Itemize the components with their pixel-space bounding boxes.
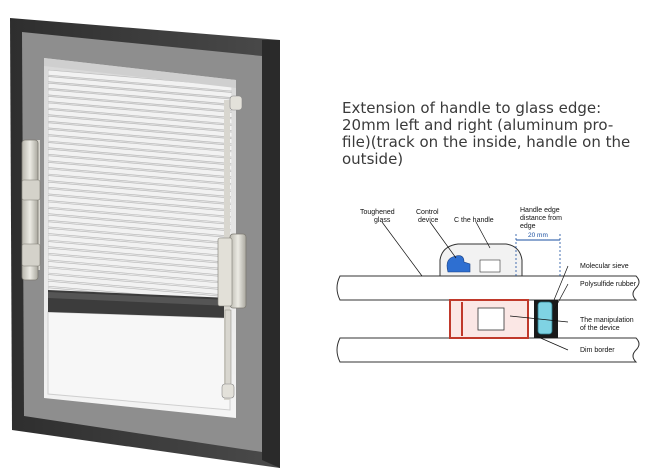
cord-knob-top [229,95,243,111]
blind-slat [48,274,232,296]
left-handle-slider-2 [21,243,41,267]
device-block [477,307,505,331]
blind-slat [48,221,232,244]
blind-slat [48,241,232,263]
blind-slat [48,267,232,290]
frame-side-edge [262,40,280,468]
manipulation-label-2: of the device [580,325,620,332]
leader-lines [381,221,569,351]
description-line-1: Extension of handle to glass edge: [342,99,602,117]
cross-section-diagram: 20 mm Toughened glass Control device C t… [336,207,640,363]
handle-edge-label-1: Handle edge [520,207,560,214]
control-device-label-1: Control [416,209,439,216]
dimension-label: 20 mm [528,232,548,239]
window-blind-illustration [10,18,280,468]
right-handle-bar [229,233,247,309]
molecular-sieve [537,301,553,335]
blind-slat [48,175,232,197]
blind-slat [48,228,232,250]
description-text: Extension of handle to glass edge: 20mm … [342,100,642,168]
blind-slat [48,148,232,171]
blind-slat [48,135,232,158]
blind-slat [48,214,232,237]
lower-glass [47,311,231,411]
blind-slat [48,155,232,178]
description-line-3: file)(track on the inside, handle on the [342,133,631,151]
blind-slat [48,122,232,145]
blind-slat [48,195,232,217]
control-device [446,255,471,273]
blind-slat [48,129,232,151]
blind-slat [48,254,232,277]
handle-slot [479,259,501,273]
blind-head-rail [44,58,236,88]
blind-bottom-mesh [48,292,230,306]
molecular-sieve-label: Molecular sieve [580,263,629,270]
left-handle-slider [21,179,41,201]
right-handle-cap [217,237,233,307]
description-line-2: 20mm left and right (aluminum pro- [342,116,614,134]
manipulation-label-1: The manipulation [580,317,634,324]
control-device-label-2: device [418,217,438,224]
blind-slat [48,168,232,191]
blind-slat [48,96,232,118]
blind-slat [48,69,232,92]
blind-slat [48,115,232,138]
blind-slat [48,76,232,98]
blind-slat [48,109,232,131]
blind-slat [48,247,232,270]
handle-edge-label-3: edge [520,223,536,230]
polysulfide-label: Polysulfide rubber [580,281,637,288]
c-handle-label: C the handle [454,217,494,224]
blind-slat [48,208,232,230]
toughened-glass-label-1: Toughened [360,209,395,216]
right-lower-rod [224,309,232,391]
blind-slat [48,201,232,224]
blind-slat [48,102,232,125]
toughened-glass-label-2: glass [374,217,391,224]
blind-slat [48,234,232,257]
right-lower-knob [221,383,235,399]
blind-slat [48,188,232,211]
bottom-glass-pane [336,337,640,363]
handle-edge-label-2: distance from [520,215,562,222]
blind-slat [48,181,232,204]
dim-border-label: Dim border [580,347,615,354]
blind-slat [48,261,232,283]
description-line-4: outside) [342,150,404,168]
top-glass-pane [336,275,640,301]
blind-slat [48,142,232,164]
blind-slat [48,82,232,105]
blind-slats [48,69,232,298]
blind-slat [48,89,232,112]
blind-slat [48,162,232,184]
